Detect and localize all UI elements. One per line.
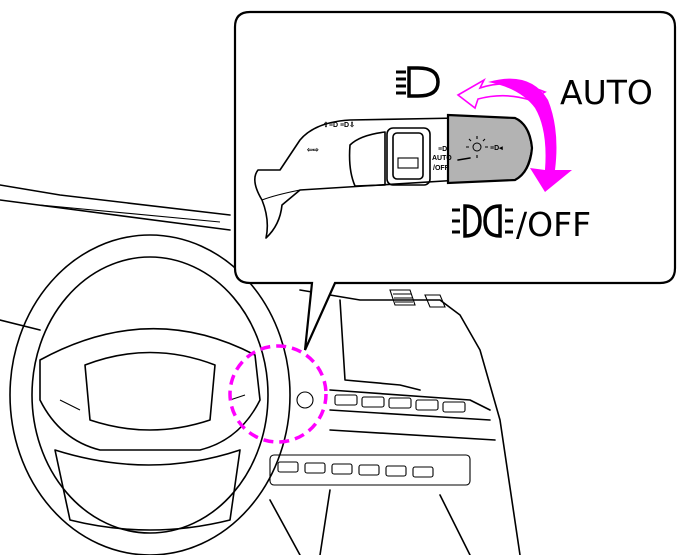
lever-auto-label: AUTO	[432, 155, 452, 162]
lever-headlight-icon: ≡D	[438, 146, 447, 153]
highlight-circle	[228, 344, 328, 444]
lever-off-label: /OFF	[433, 165, 450, 172]
dashboard	[0, 184, 521, 555]
light-switch-lever: ⇦⇨ ⇧≡D ≡D⇩ AUTO /OFF ≡D ≡D◂	[254, 113, 534, 239]
steering-wheel	[9, 234, 291, 555]
off-position-label: /OFF	[516, 205, 591, 244]
air-vent	[389, 289, 446, 308]
auto-light-sensor-icon	[457, 136, 488, 161]
climate-buttons	[269, 454, 471, 486]
parking-light-icon	[452, 204, 513, 238]
auto-high-beam-icon: ≡D◂	[490, 145, 503, 152]
beam-symbols: ⇧≡D ≡D⇩	[323, 121, 355, 129]
rotation-arrows	[456, 77, 572, 192]
auto-position-label: AUTO	[560, 73, 653, 112]
turn-signal-icon: ⇦⇨	[306, 147, 319, 154]
rotate-down-arrow	[488, 78, 572, 192]
headlight-icon	[396, 66, 440, 98]
center-buttons	[334, 394, 466, 413]
